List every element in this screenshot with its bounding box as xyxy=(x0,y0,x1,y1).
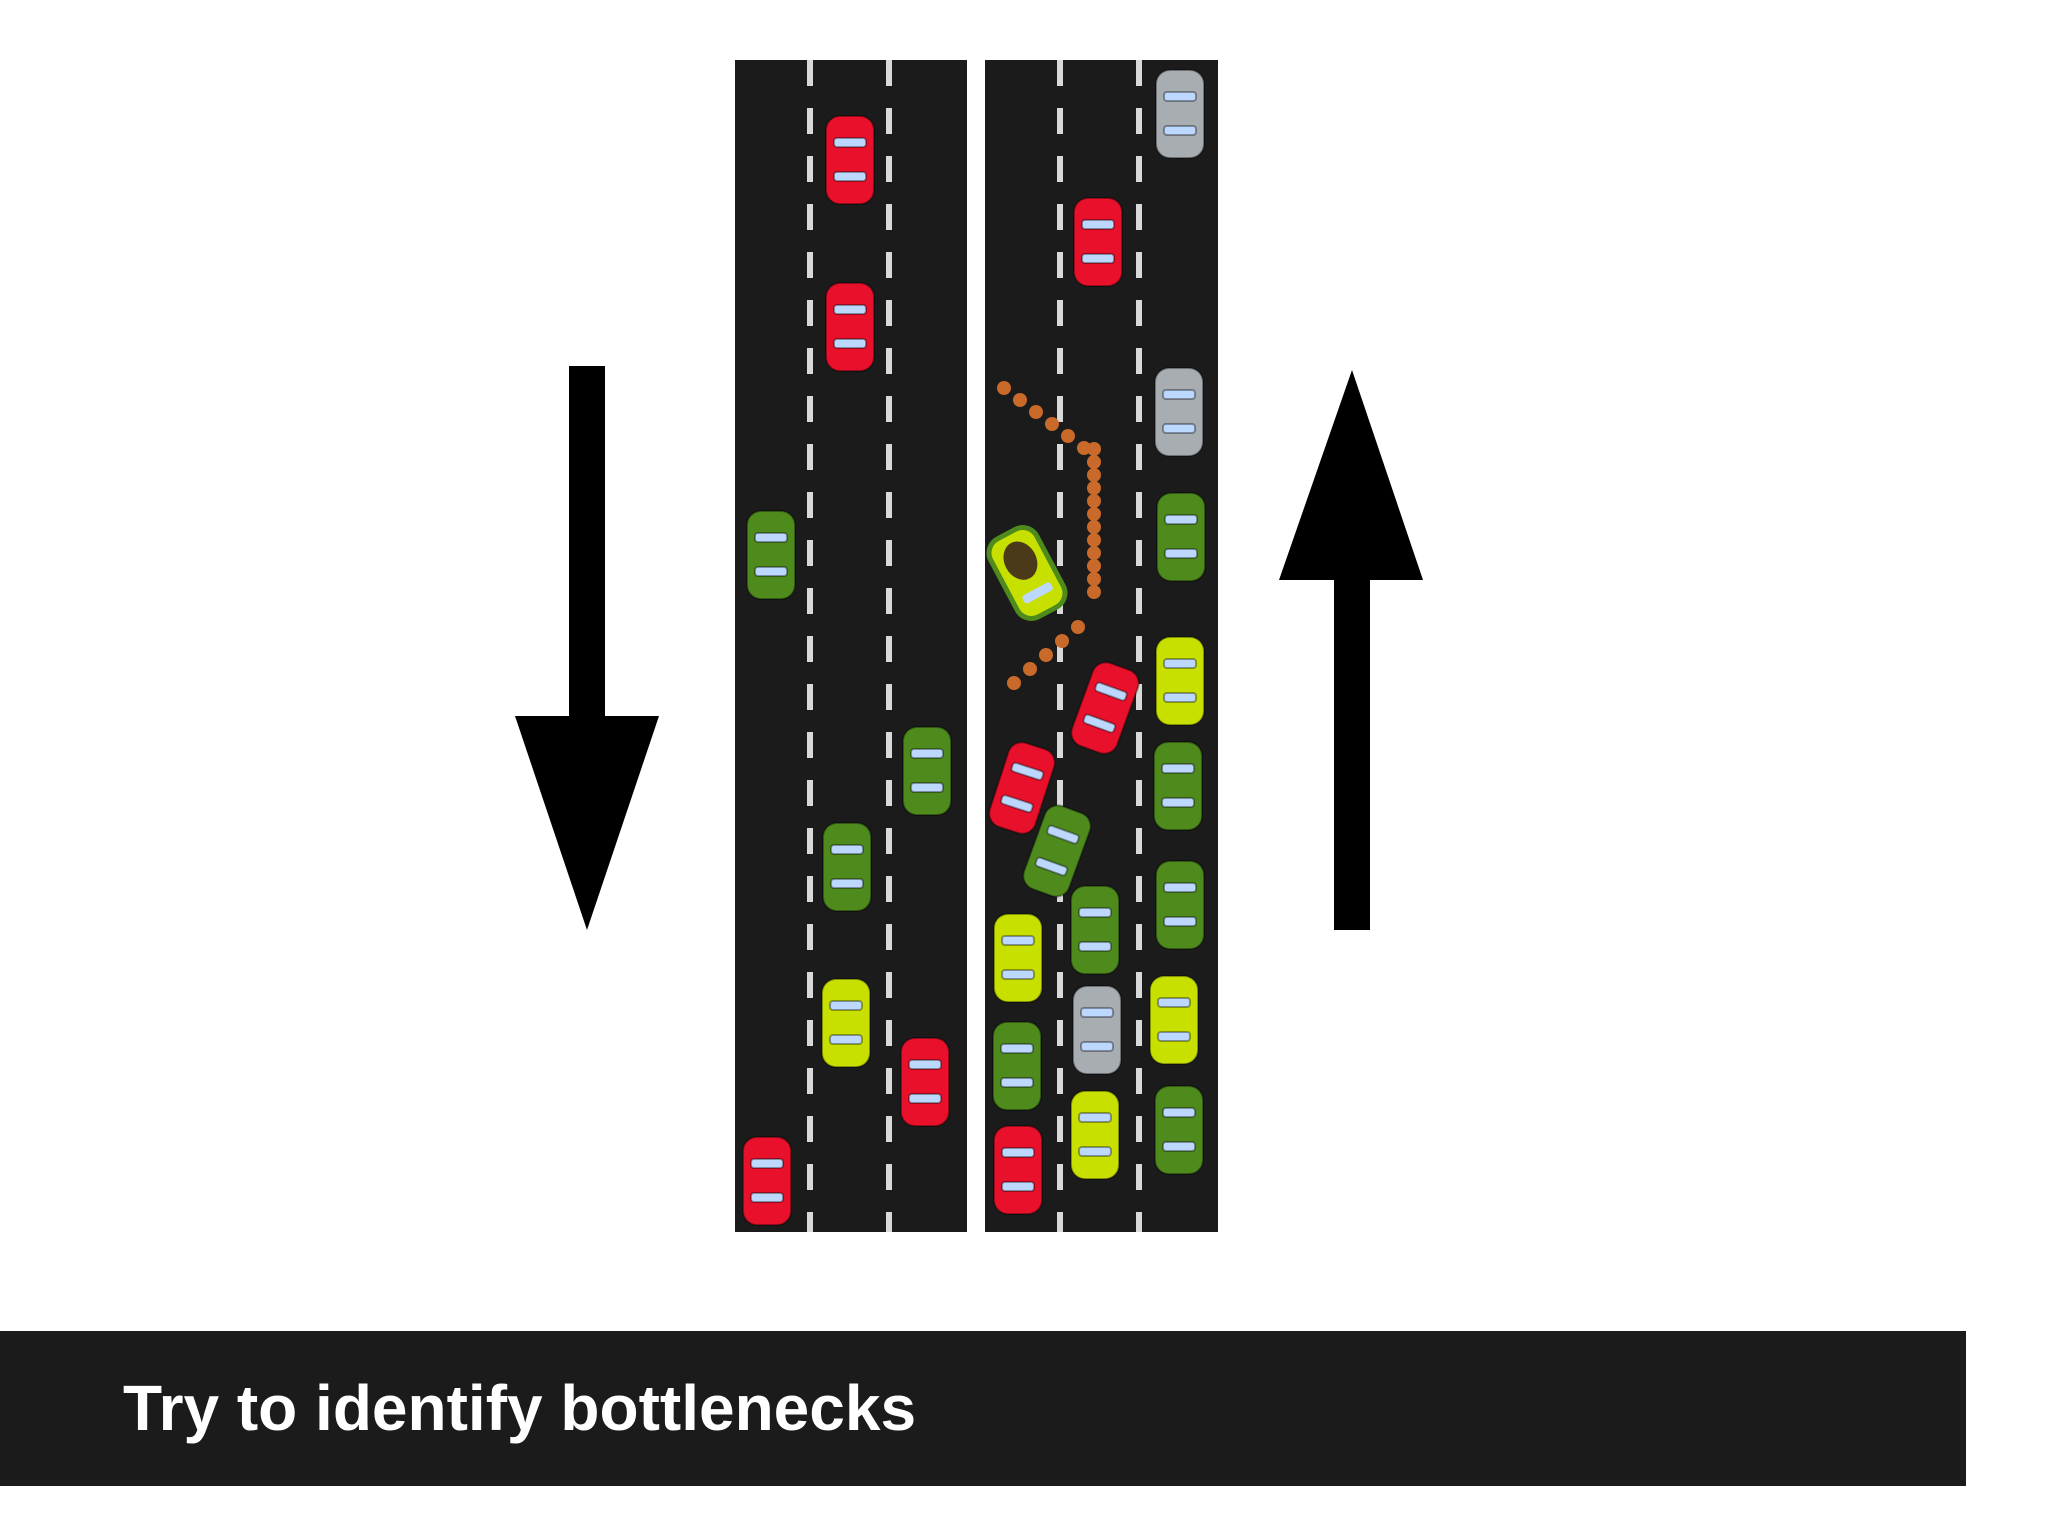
traffic-cone xyxy=(1029,405,1043,419)
yellow-car xyxy=(1155,636,1205,726)
green-car xyxy=(1070,885,1120,975)
arrow-down-icon xyxy=(515,366,659,930)
arrow-up-icon xyxy=(1279,370,1423,930)
yellow-car xyxy=(993,913,1043,1003)
traffic-cone xyxy=(1071,620,1085,634)
traffic-cone xyxy=(1087,585,1101,599)
road-median xyxy=(967,60,985,1232)
traffic-cone xyxy=(1087,481,1101,495)
crashed-yellow-car xyxy=(986,525,1068,621)
traffic-cone xyxy=(1039,648,1053,662)
yellow-car xyxy=(821,978,871,1068)
crashed-car xyxy=(986,525,1068,621)
traffic-cone xyxy=(1087,507,1101,521)
red-car xyxy=(993,1125,1043,1215)
traffic-cone xyxy=(1087,442,1101,456)
traffic-cone xyxy=(1045,417,1059,431)
traffic-cone xyxy=(1087,533,1101,547)
yellow-car xyxy=(1070,1090,1120,1180)
red-car xyxy=(825,115,875,205)
traffic-cone xyxy=(1013,393,1027,407)
silver-car xyxy=(1155,69,1205,159)
traffic-cone xyxy=(1087,455,1101,469)
red-car xyxy=(1073,197,1123,287)
traffic-cone-barrier xyxy=(997,381,1101,690)
traffic-cone xyxy=(1007,676,1021,690)
green-car xyxy=(1153,741,1203,831)
traffic-cone xyxy=(997,381,1011,395)
caption-text: Try to identify bottlenecks xyxy=(123,1372,917,1444)
traffic-cone xyxy=(1055,634,1069,648)
caption-banner: Try to identify bottlenecks xyxy=(0,1331,1966,1486)
traffic-cone xyxy=(1087,559,1101,573)
traffic-cone xyxy=(1087,546,1101,560)
silver-car xyxy=(1072,985,1122,1075)
green-car xyxy=(746,510,796,600)
traffic-scene xyxy=(515,60,1423,1232)
silver-car xyxy=(1154,367,1204,457)
yellow-car xyxy=(1149,975,1199,1065)
green-car xyxy=(992,1021,1042,1111)
traffic-cone xyxy=(1087,494,1101,508)
traffic-cone xyxy=(1087,468,1101,482)
green-car xyxy=(1155,860,1205,950)
red-car xyxy=(742,1136,792,1226)
red-car xyxy=(825,282,875,372)
traffic-cone xyxy=(1087,572,1101,586)
green-car xyxy=(902,726,952,816)
traffic-cone xyxy=(1087,520,1101,534)
traffic-cone xyxy=(1023,662,1037,676)
green-car xyxy=(1156,492,1206,582)
traffic-cone xyxy=(1061,429,1075,443)
green-car xyxy=(822,822,872,912)
red-car xyxy=(900,1037,950,1127)
green-car xyxy=(1154,1085,1204,1175)
